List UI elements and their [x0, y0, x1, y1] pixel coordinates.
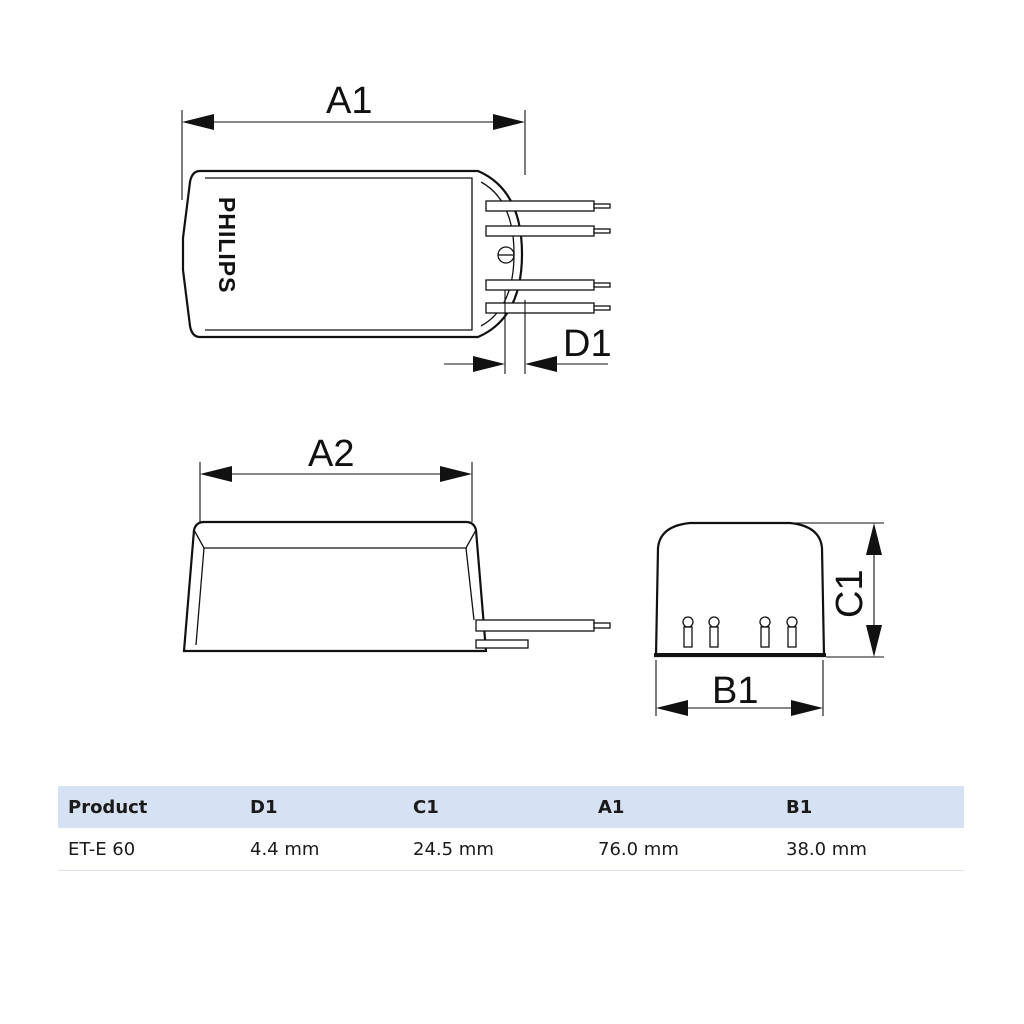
dimensions-table: Product D1 C1 A1 B1 ET-E 60 4.4 mm 24.5 … [58, 786, 964, 871]
header-product: Product [58, 786, 240, 828]
cell-d1: 4.4 mm [240, 828, 403, 871]
label-a2: A2 [308, 433, 354, 475]
end-view: C1 B1 [654, 521, 884, 716]
dimension-c1: C1 [790, 522, 884, 658]
wires-side [475, 619, 611, 649]
wires-top [485, 200, 611, 314]
label-c1: C1 [829, 569, 871, 618]
header-a1: A1 [588, 786, 776, 828]
housing-end-outline [654, 521, 826, 658]
dimension-a2: A2 [199, 433, 473, 522]
housing-side-outline [182, 520, 488, 653]
cell-a1: 76.0 mm [588, 828, 776, 871]
terminal-pins [682, 616, 798, 648]
cell-c1: 24.5 mm [403, 828, 588, 871]
header-b1: B1 [776, 786, 964, 828]
dimension-d1: D1 [444, 290, 612, 374]
label-a1: A1 [326, 80, 372, 122]
top-view: A1 PHILIPS D [181, 80, 612, 374]
label-d1: D1 [563, 323, 612, 365]
cell-product: ET-E 60 [58, 828, 240, 871]
housing-top-inner [205, 177, 473, 331]
side-view: A2 [182, 433, 611, 653]
label-b1: B1 [712, 670, 758, 712]
brand-logo: PHILIPS [214, 197, 240, 293]
table-header-row: Product D1 C1 A1 B1 [58, 786, 964, 828]
technical-drawing: A1 PHILIPS D [181, 80, 884, 716]
cell-b1: 38.0 mm [776, 828, 964, 871]
dimension-a1: A1 [181, 80, 526, 200]
table-row: ET-E 60 4.4 mm 24.5 mm 76.0 mm 38.0 mm [58, 828, 964, 871]
header-d1: D1 [240, 786, 403, 828]
header-c1: C1 [403, 786, 588, 828]
dimension-b1: B1 [655, 660, 824, 716]
